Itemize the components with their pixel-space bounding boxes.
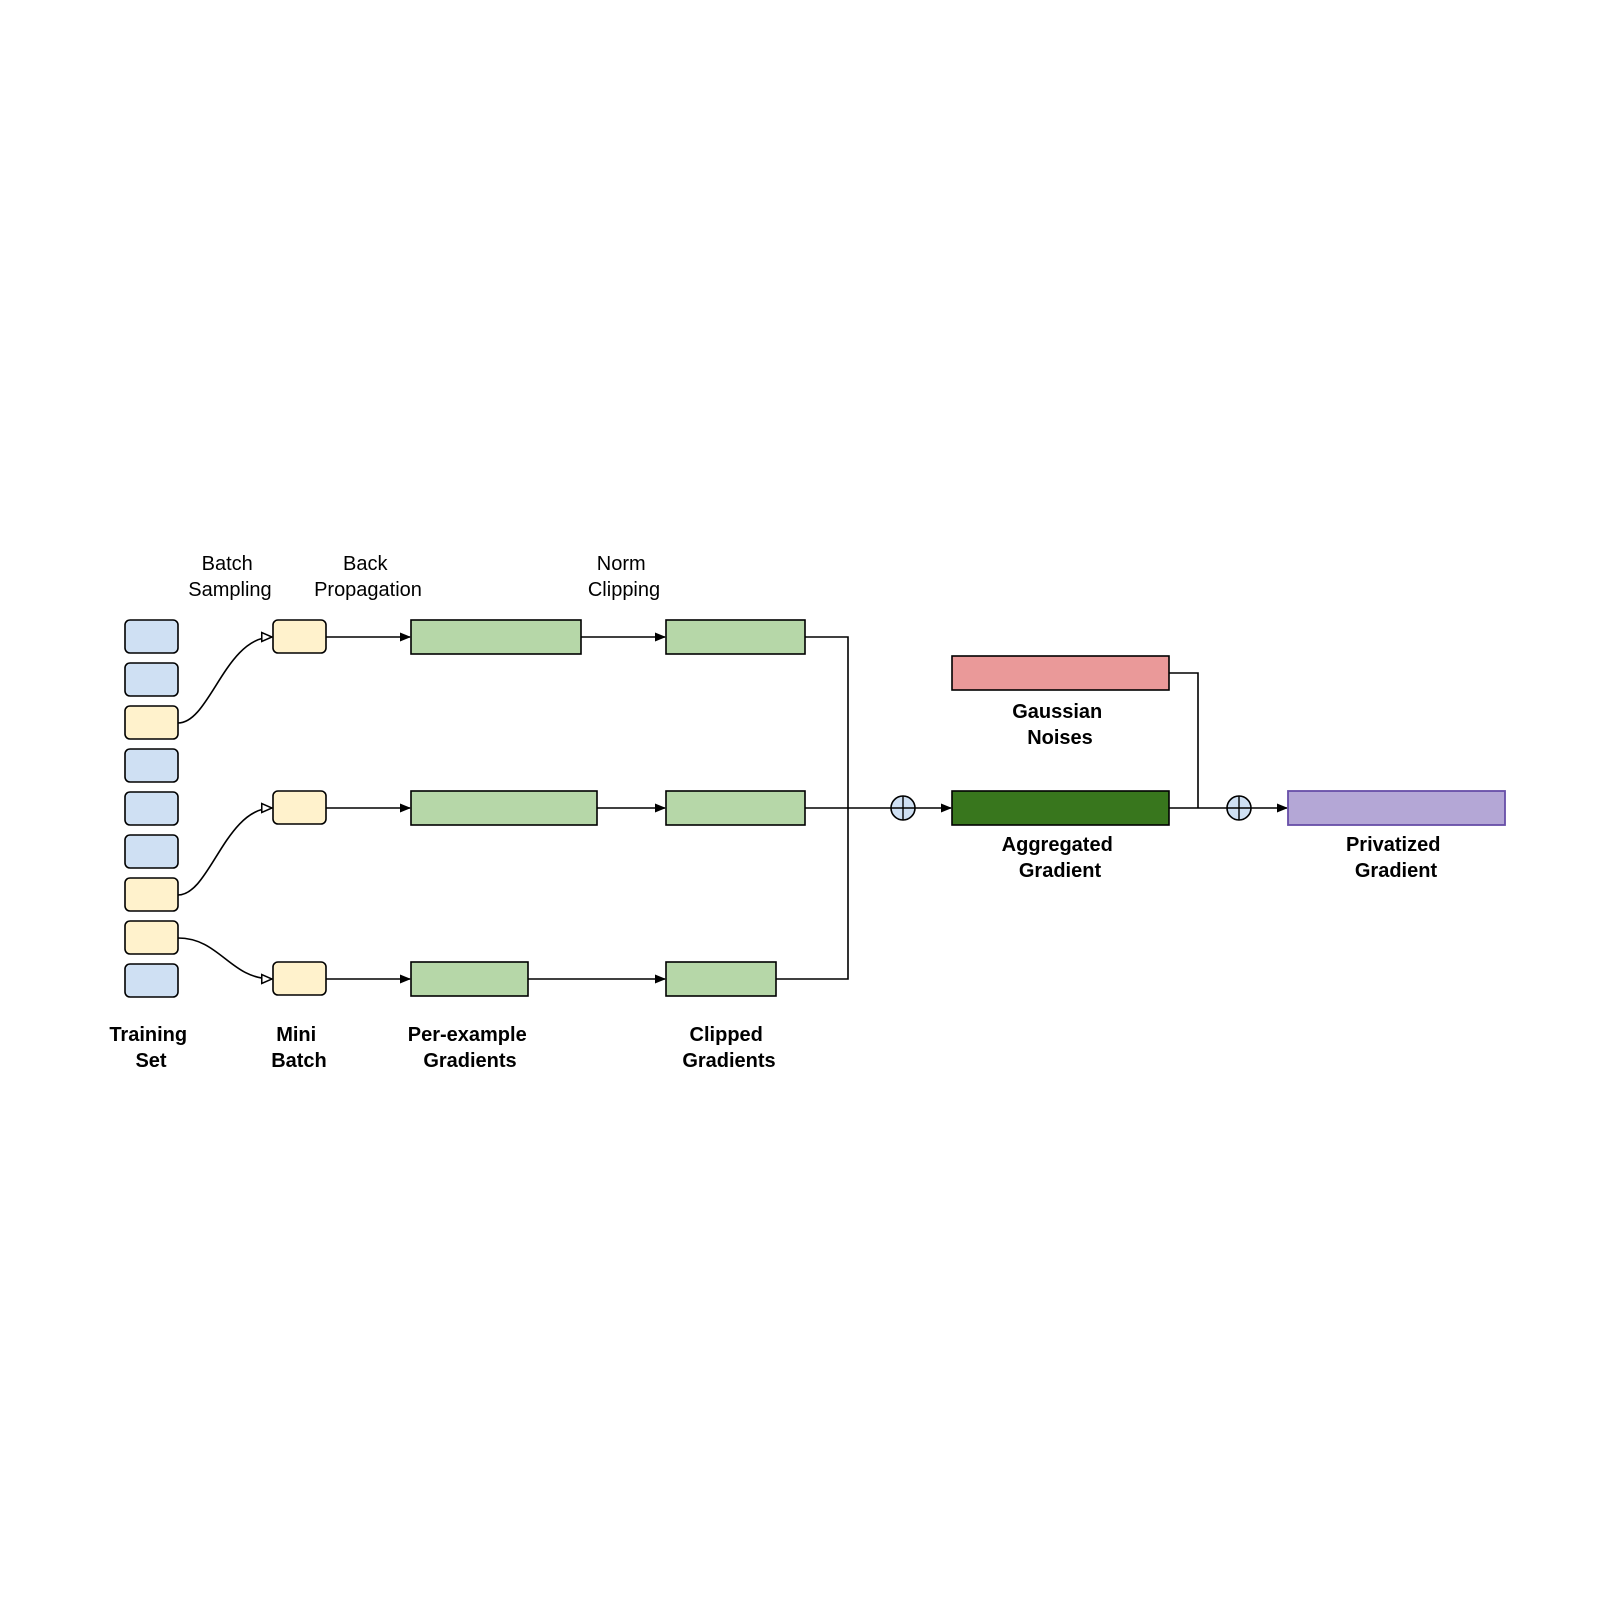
clipped-gradient <box>665 961 777 997</box>
privatized-gradient-label: Privatized Gradient <box>1346 834 1446 882</box>
mini-batch-item <box>272 619 327 654</box>
per-example-gradients-label: Per-example Gradients <box>408 1024 533 1072</box>
sum-operator-icon <box>1226 795 1252 821</box>
sum-operator-icon <box>890 795 916 821</box>
gaussian-noises-label: Gaussian Noises <box>1012 701 1108 749</box>
clipped-gradient <box>665 619 806 655</box>
per-example-gradient <box>410 619 582 655</box>
noise-connector <box>1169 672 1199 808</box>
mini-batch-item <box>272 961 327 996</box>
back-propagation-label: Back Propagation <box>314 553 422 601</box>
mini-batch-label: Mini Batch <box>271 1024 327 1072</box>
clipped-gradients-label: Clipped Gradients <box>682 1024 775 1072</box>
training-item <box>124 662 179 697</box>
training-item <box>124 791 179 826</box>
sampling-curve-3 <box>177 937 272 979</box>
per-example-gradient <box>410 961 529 997</box>
training-item-sampled <box>124 705 179 740</box>
training-item <box>124 748 179 783</box>
per-example-gradient <box>410 790 598 826</box>
training-item <box>124 963 179 998</box>
sampling-curve-1 <box>177 637 272 724</box>
gaussian-noise-vector <box>951 655 1170 691</box>
privatized-gradient-vector <box>1287 790 1506 826</box>
aggregate-connector-top <box>805 636 849 808</box>
training-set-column <box>124 619 179 998</box>
norm-clipping-label: Norm Clipping <box>588 553 660 601</box>
training-item-sampled <box>124 920 179 955</box>
clipped-gradient <box>665 790 806 826</box>
aggregated-gradient-label: Aggregated Gradient <box>1002 834 1119 882</box>
training-item-sampled <box>124 877 179 912</box>
mini-batch-item <box>272 790 327 825</box>
batch-sampling-label: Batch Sampling <box>188 553 271 601</box>
training-item <box>124 619 179 654</box>
aggregated-gradient-vector <box>951 790 1170 826</box>
aggregate-connector-bottom <box>776 808 849 980</box>
training-set-label: Training Set <box>109 1024 192 1072</box>
training-item <box>124 834 179 869</box>
sampling-curve-2 <box>177 808 272 896</box>
